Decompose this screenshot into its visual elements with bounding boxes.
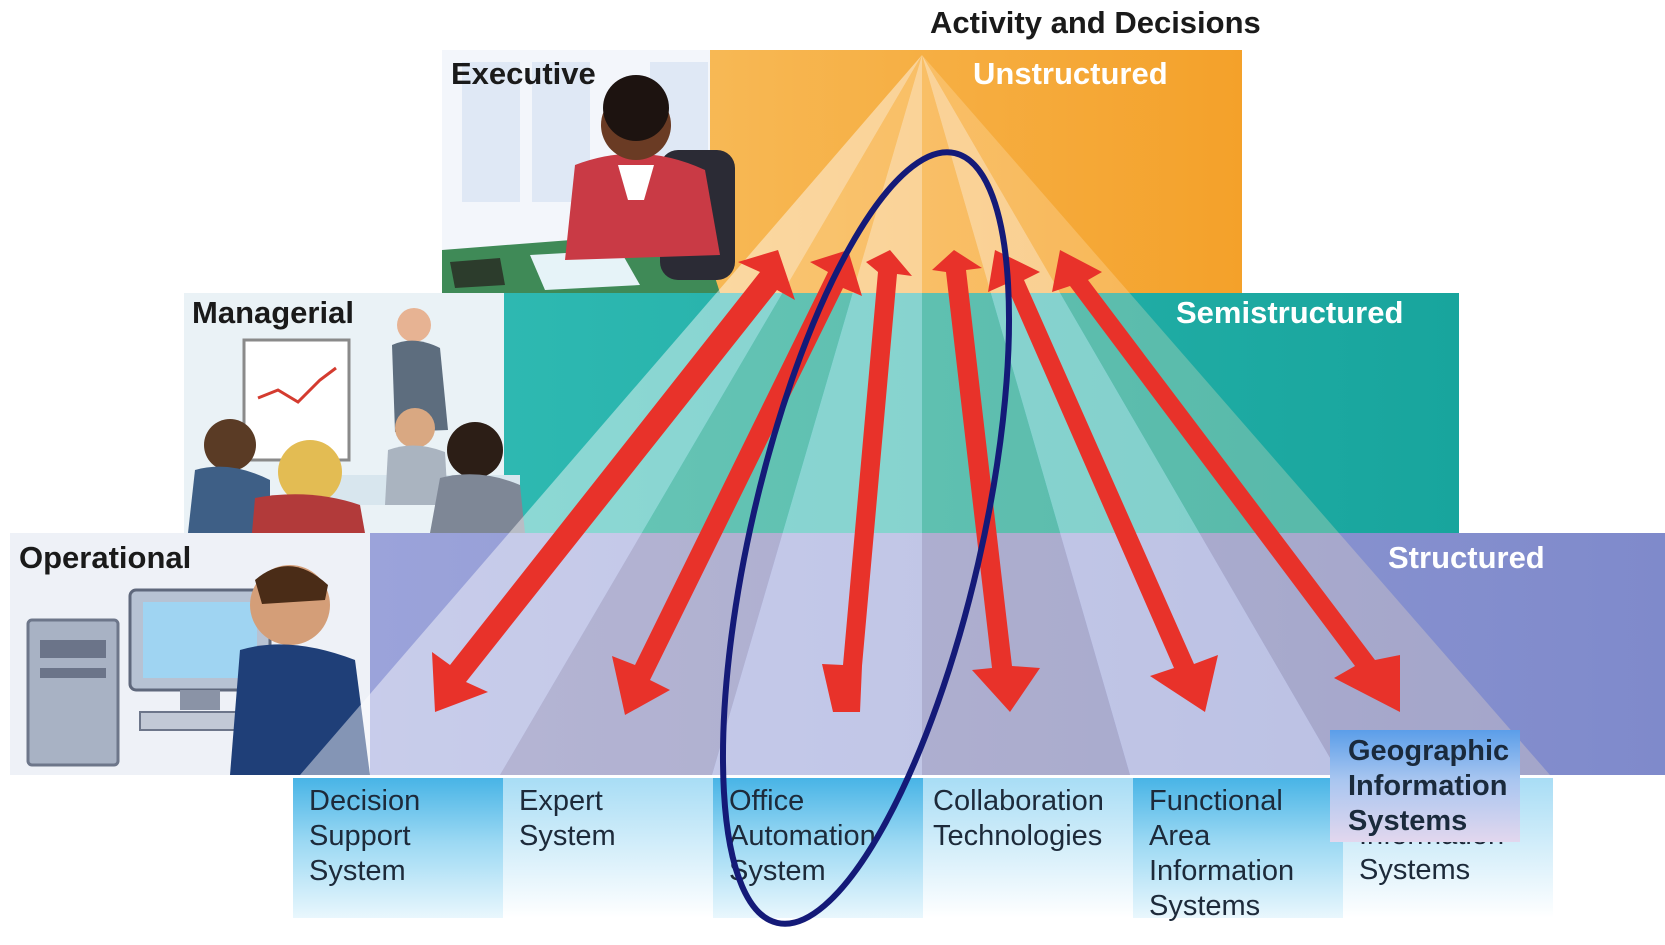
executive-figure: [442, 50, 735, 293]
system-label: Decision Support System: [309, 785, 421, 887]
level-label-operational: Operational: [19, 540, 192, 575]
category-label-unstructured: Unstructured: [973, 56, 1168, 91]
system-column-functional: Functional Area Information Systems: [1133, 778, 1343, 922]
category-label-semistructured: Semistructured: [1176, 295, 1404, 330]
system-column-collab: Collaboration Technologies: [923, 778, 1133, 918]
arrow-dss: [432, 250, 795, 712]
gis-label: Geographic Information Systems: [1348, 735, 1510, 837]
system-column-office: Office Automation System: [713, 778, 923, 918]
system-label: Expert System: [519, 785, 616, 852]
level-label-executive: Executive: [451, 56, 596, 91]
arrow-functional: [988, 250, 1218, 712]
category-label-structured: Structured: [1388, 540, 1545, 575]
system-label: Office Automation System: [729, 785, 876, 887]
page-title: Activity and Decisions: [930, 5, 1261, 40]
arrow-information: [1052, 250, 1400, 712]
level-label-managerial: Managerial: [192, 295, 354, 330]
system-column-dss: Decision Support System: [293, 778, 503, 918]
system-column-expert: Expert System: [503, 778, 713, 918]
operator-computer-figure: [10, 533, 370, 775]
gis-overlay-box: Geographic Information Systems: [1330, 730, 1520, 842]
system-label: Collaboration Technologies: [933, 785, 1104, 852]
manager-presentation-figure: [184, 293, 525, 533]
system-label: Functional Area Information Systems: [1149, 785, 1295, 922]
